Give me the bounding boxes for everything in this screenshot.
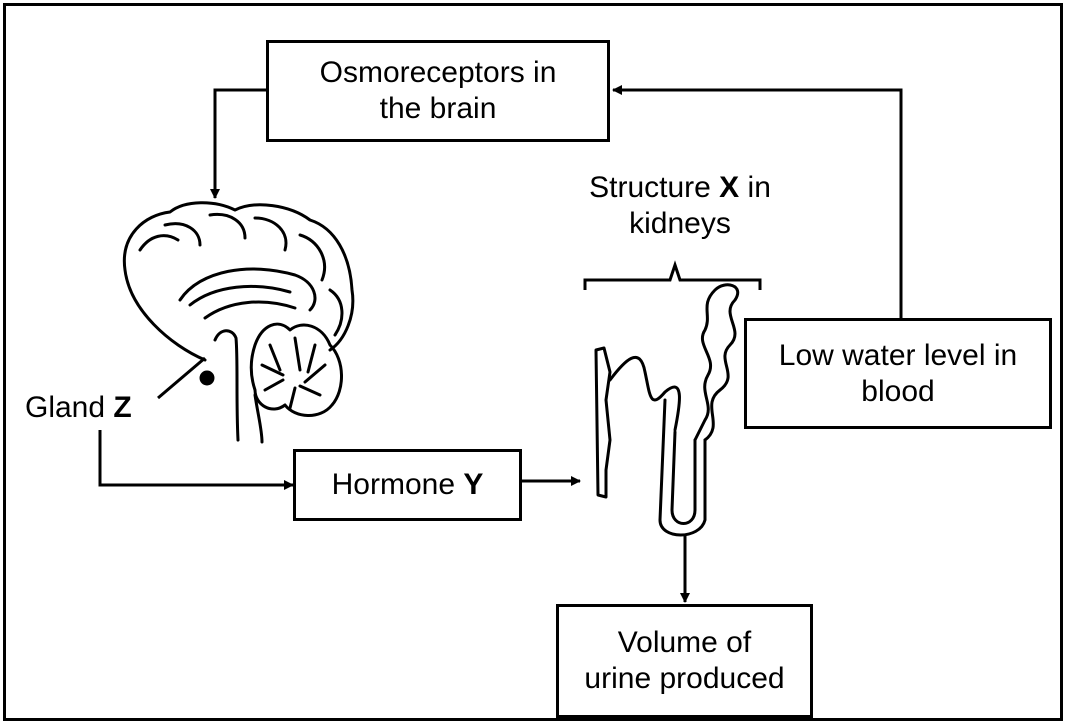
low-water-line2: blood	[861, 374, 934, 410]
structure-x-label: Structure X in kidneys	[560, 170, 800, 242]
gland-z-letter: Z	[113, 391, 131, 424]
gland-z-label: Gland Z	[25, 390, 165, 426]
low-water-box: Low water level in blood	[744, 318, 1052, 429]
hormone-y-letter: Y	[463, 468, 483, 501]
structure-x-prefix: Structure	[589, 171, 719, 204]
structure-x-line1: Structure X in	[560, 170, 800, 206]
osmoreceptors-line2: the brain	[380, 91, 497, 127]
hormone-y-prefix: Hormone	[332, 468, 464, 501]
urine-line2: urine produced	[584, 661, 784, 697]
low-water-line1: Low water level in	[779, 338, 1017, 374]
arrow-gland-to-hormone	[100, 430, 293, 485]
gland-pointer-line	[158, 358, 205, 398]
urine-line1: Volume of	[618, 625, 751, 661]
structure-x-letter: X	[719, 171, 739, 204]
nephron-illustration	[596, 285, 738, 535]
osmoreceptors-line1: Osmoreceptors in	[320, 55, 557, 91]
osmoreceptors-box: Osmoreceptors in the brain	[266, 40, 610, 142]
gland-z-prefix: Gland	[25, 391, 113, 424]
urine-volume-box: Volume of urine produced	[556, 604, 813, 718]
structure-x-suffix: in	[739, 171, 771, 204]
hormone-y-box: Hormone Y	[293, 449, 522, 521]
arrow-osmoreceptors-to-brain	[215, 90, 266, 198]
structure-x-line2: kidneys	[560, 206, 800, 242]
